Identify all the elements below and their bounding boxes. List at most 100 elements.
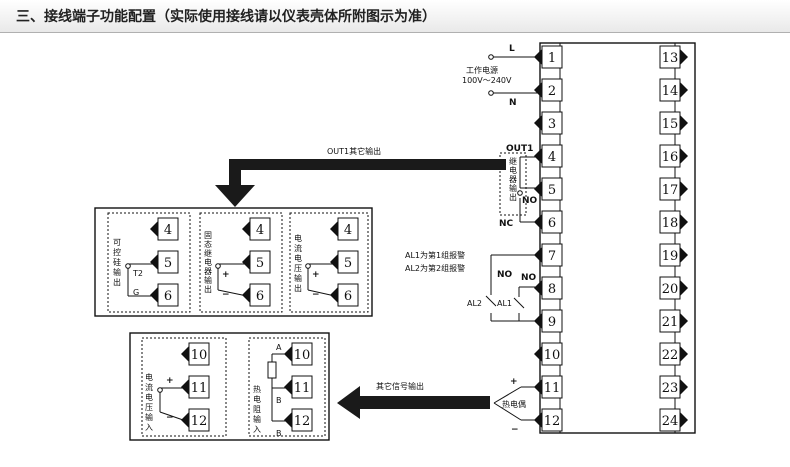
terminal-7-number: 7 <box>548 249 556 264</box>
terminal-21: 21 <box>659 309 688 333</box>
terminal-19: 19 <box>659 243 688 267</box>
terminal-14-number: 14 <box>662 84 679 99</box>
scr-output-label: 可控硅输出 <box>113 238 121 287</box>
label-L: L <box>509 44 515 54</box>
alarm-wiring <box>485 254 540 322</box>
terminal-16-number: 16 <box>662 150 679 165</box>
in-cv-terminal-12-number: 12 <box>191 414 208 429</box>
output-box-terminals: 4 5 6 4 5 6 4 5 6 <box>150 217 359 307</box>
out-scr-terminal-5: 5 <box>150 250 179 274</box>
in-cv-terminal-11: 11 <box>181 375 210 399</box>
out1-arrow <box>215 159 506 207</box>
ssr-minus: − <box>222 290 230 300</box>
out-ssr-terminal-5: 5 <box>242 250 271 274</box>
section-header: 三、接线端子功能配置（实际使用接线请以仪表壳体所附图示为准） <box>0 0 790 33</box>
terminal-24-number: 24 <box>662 414 679 429</box>
in-rtd-terminal-12-number: 12 <box>294 414 311 429</box>
other-signal-label: 其它信号输出 <box>376 381 424 391</box>
out-ssr-terminal-5-number: 5 <box>256 256 264 271</box>
terminal-12-number: 12 <box>544 414 561 429</box>
out-ssr-terminal-4-number: 4 <box>256 223 264 238</box>
terminal-2: 2 <box>534 78 563 102</box>
terminal-20: 20 <box>659 276 688 300</box>
terminal-17-number: 17 <box>662 183 679 198</box>
terminal-20-number: 20 <box>662 282 679 297</box>
out-scr-terminal-4-number: 4 <box>164 223 172 238</box>
alarm-no-label-2: NO <box>521 273 537 283</box>
power-range: 100V～240V <box>462 76 512 85</box>
terminal-15: 15 <box>659 111 688 135</box>
out1-label: OUT1 <box>506 144 533 154</box>
cv-input-minus: − <box>166 413 174 423</box>
out-cv-terminal-4: 4 <box>330 217 359 241</box>
in-rtd-terminal-11-number: 11 <box>294 381 311 396</box>
output-options-box <box>94 207 373 317</box>
rtd-b1: B <box>276 396 282 405</box>
alarm-no-label: NO <box>497 270 513 280</box>
out-ssr-terminal-4: 4 <box>242 217 271 241</box>
in-cv-terminal-12: 12 <box>181 408 210 432</box>
terminal-4: 4 <box>534 144 563 168</box>
in-cv-terminal-10: 10 <box>181 342 210 366</box>
al1-label: AL1 <box>497 299 512 308</box>
cv-input-plus: + <box>166 376 174 386</box>
scr-wiring <box>125 263 155 297</box>
in-cv-terminal-10-number: 10 <box>191 348 208 363</box>
ssr-plus: + <box>222 270 230 280</box>
terminal-6-number: 6 <box>548 216 556 231</box>
tc-plus: + <box>510 377 518 387</box>
al1-description: AL1为第1组报警 <box>405 250 465 260</box>
terminal-19-number: 19 <box>662 249 679 264</box>
in-rtd-terminal-11: 11 <box>284 375 313 399</box>
terminal-10-number: 10 <box>544 348 561 363</box>
terminal-17: 17 <box>659 177 688 201</box>
controller-body <box>539 42 696 434</box>
terminal-4-number: 4 <box>548 150 556 165</box>
scr-g: G <box>133 288 139 297</box>
cv-plus: + <box>312 270 320 280</box>
scr-t2: T2 <box>132 269 143 278</box>
out-cv-terminal-6: 6 <box>330 283 359 307</box>
power-label: 工作电源 <box>466 65 498 75</box>
in-rtd-terminal-12: 12 <box>284 408 313 432</box>
rtd-input-label: 热电阻输入 <box>253 384 261 434</box>
in-cv-terminal-11-number: 11 <box>191 381 208 396</box>
al2-label: AL2 <box>467 299 482 308</box>
rtd-a: A <box>276 343 282 352</box>
terminal-15-number: 15 <box>662 117 679 132</box>
terminal-13-number: 13 <box>662 51 679 66</box>
terminal-5: 5 <box>534 177 563 201</box>
terminal-23: 23 <box>659 375 688 399</box>
power-wiring <box>488 54 540 96</box>
out-scr-terminal-6: 6 <box>150 283 179 307</box>
terminal-10: 10 <box>534 342 563 366</box>
terminal-5-number: 5 <box>548 183 556 198</box>
terminal-24: 24 <box>659 408 688 432</box>
relay-label: 继电器输出 <box>509 156 517 202</box>
cv-wiring <box>305 263 336 297</box>
relay-nc-label: NC <box>499 219 514 229</box>
out-ssr-terminal-6: 6 <box>242 283 271 307</box>
terminal-2-number: 2 <box>548 84 556 99</box>
al2-description: AL2为第2组报警 <box>405 263 465 273</box>
terminal-22-number: 22 <box>662 348 679 363</box>
terminal-23-number: 23 <box>662 381 679 396</box>
terminal-9-number: 9 <box>548 315 556 330</box>
cv-input-wiring <box>157 387 187 422</box>
terminal-3-number: 3 <box>548 117 556 132</box>
out1-other-label: OUT1其它输出 <box>327 146 381 156</box>
ssr-output-label: 固态继电器输出 <box>204 231 212 294</box>
out-cv-terminal-5: 5 <box>330 250 359 274</box>
rtd-wiring <box>267 353 289 422</box>
terminal-8: 8 <box>534 276 563 300</box>
tc-minus: − <box>511 425 519 435</box>
relay-no-label: NO <box>522 196 538 206</box>
out-cv-terminal-5-number: 5 <box>344 256 352 271</box>
rtd-b2: B <box>276 429 282 438</box>
terminal-11-number: 11 <box>544 381 561 396</box>
terminal-14: 14 <box>659 78 688 102</box>
out-cv-terminal-6-number: 6 <box>344 289 352 304</box>
